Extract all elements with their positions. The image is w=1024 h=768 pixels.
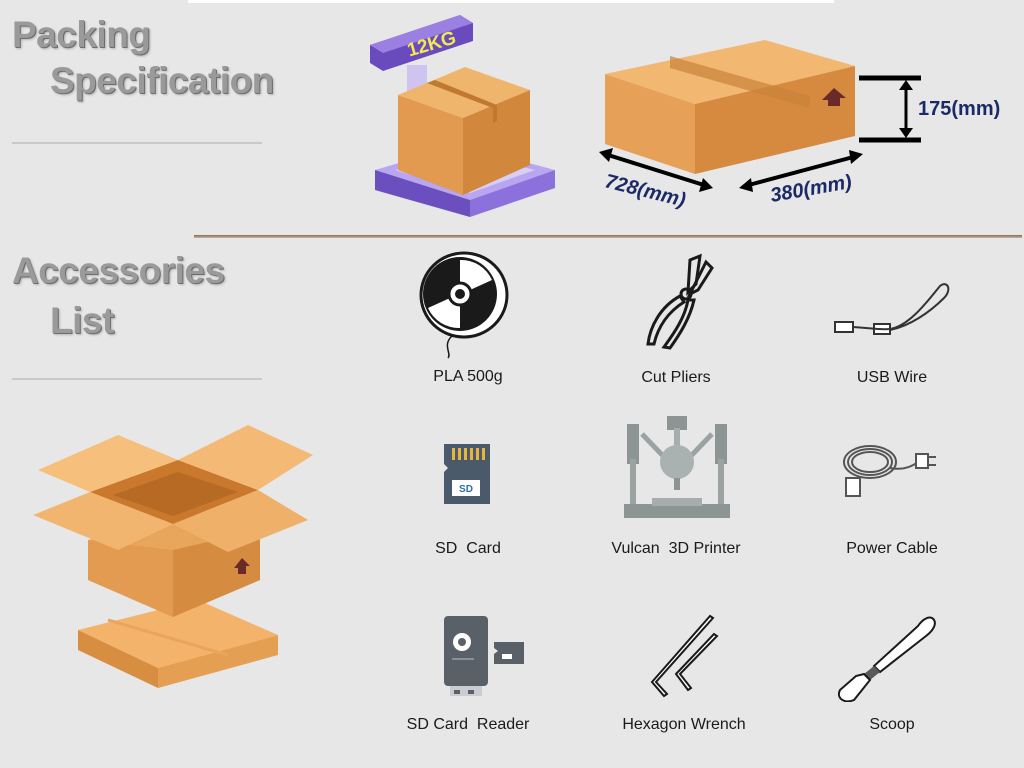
accessory-label-3d-printer: Vulcan 3D Printer — [611, 540, 741, 557]
accessory-label-hex-wrench: Hexagon Wrench — [622, 716, 746, 733]
top-strip — [188, 0, 834, 3]
accessory-label-usb-wire: USB Wire — [856, 369, 928, 386]
accessory-label-sd-card-reader: SD Card Reader — [406, 716, 530, 733]
section-separator — [194, 235, 1022, 238]
accessory-label-scoop: Scoop — [869, 716, 915, 733]
accessory-label-pla: PLA 500g — [433, 368, 503, 385]
scale-with-box-illustration — [370, 15, 555, 217]
shipping-box-illustration — [605, 40, 855, 174]
dimension-arrows — [599, 75, 921, 192]
packing-divider — [12, 142, 262, 144]
hex-wrench-icon — [650, 614, 719, 698]
sd-card-icon: SD — [444, 444, 490, 504]
accessory-label-power-cable: Power Cable — [846, 540, 938, 557]
svg-text:SD: SD — [459, 484, 473, 495]
cut-pliers-icon — [646, 253, 714, 350]
scoop-icon — [838, 616, 936, 702]
3d-printer-icon — [624, 416, 730, 518]
accessory-label-sd-card: SD Card — [435, 540, 501, 557]
packing-heading-line1: Packing — [12, 14, 151, 55]
accessories-divider — [12, 378, 262, 380]
sd-card-reader-icon — [444, 616, 524, 696]
usb-wire-icon — [834, 283, 950, 335]
accessories-heading-line2: List — [50, 300, 114, 341]
power-cable-icon — [843, 445, 936, 497]
height-dimension: 175(mm) — [918, 98, 1001, 120]
filament-spool-icon — [419, 251, 509, 359]
accessory-label-cut-pliers: Cut Pliers — [641, 369, 711, 386]
open-box-on-pallet-illustration — [33, 425, 313, 688]
packing-heading-line2: Specification — [50, 60, 274, 101]
accessories-heading-line1: Accessories — [12, 250, 225, 291]
